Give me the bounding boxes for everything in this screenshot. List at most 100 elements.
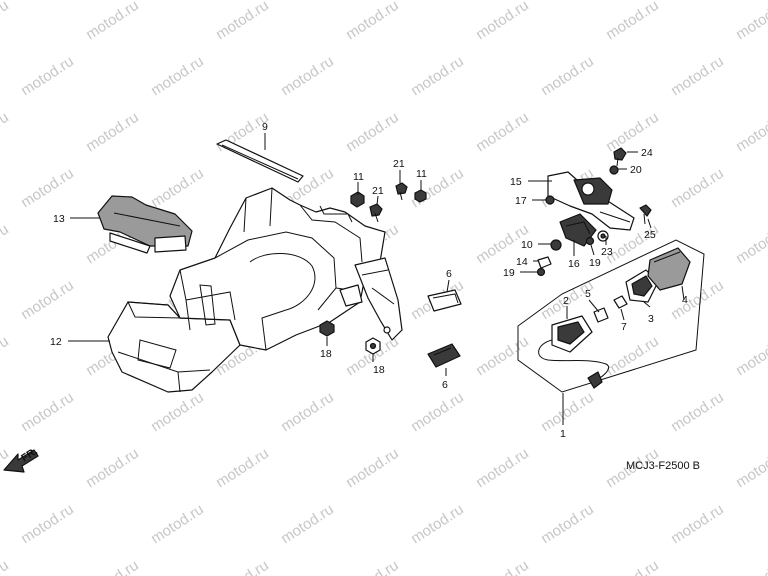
watermark-text: motod.ru [213,557,272,576]
watermark-text: motod.ru [733,0,768,43]
part-18-nut-upper [319,320,335,337]
watermark-text: motod.ru [733,557,768,576]
part-7-bulb [613,295,628,309]
watermark-text: motod.ru [83,445,142,492]
watermark-text: motod.ru [278,501,337,548]
callout-10: 10 [521,239,533,251]
callout-15: 15 [510,176,522,188]
callout-25: 25 [644,229,656,241]
watermark-text: motod.ru [83,0,142,43]
watermark-text: motod.ru [473,333,532,380]
callout-12: 12 [50,336,62,348]
callout-2: 2 [563,295,569,307]
part-20-washer [609,165,619,175]
watermark-text: motod.ru [408,53,467,100]
watermark-text: motod.ru [148,389,207,436]
watermark-text: motod.ru [408,389,467,436]
leader-lines [68,133,685,425]
watermark-text: motod.ru [603,0,662,43]
watermark-text: motod.ru [668,165,727,212]
callout-14: 14 [516,256,528,268]
callout-13: 13 [53,213,65,225]
part-19-grommet-right [585,236,595,246]
callout-3: 3 [648,313,654,325]
watermark-text: motod.ru [18,165,77,212]
callout-1: 1 [560,428,566,440]
watermark-text: motod.ru [603,333,662,380]
part-24-bolt [613,147,627,167]
watermark-text: motod.ru [83,557,142,576]
part-14-bolt [537,256,552,269]
watermark-text: motod.ru [668,53,727,100]
watermark-text: motod.ru [473,0,532,43]
watermark-text: motod.ru [148,165,207,212]
watermark-text: motod.ru [733,333,768,380]
callout-6-lower: 6 [442,379,448,391]
callout-5: 5 [585,288,591,300]
part-21-bolt-left [369,203,383,223]
watermark-text: motod.ru [538,389,597,436]
watermark-text: motod.ru [213,0,272,43]
callout-21-left: 21 [372,185,384,197]
callout-11-left: 11 [353,171,364,183]
part-11-nut-right [414,189,427,203]
watermark-text: motod.ru [733,445,768,492]
part-12-rear-fender [107,187,403,393]
part-25-bolt [639,204,652,225]
part-19-grommet-left [536,267,546,277]
watermark-text: motod.ru [343,0,402,43]
watermark-text: motod.ru [603,109,662,156]
callout-4: 4 [682,294,688,306]
watermark-text: motod.ru [0,109,12,156]
callout-20: 20 [630,164,642,176]
watermark-text: motod.ru [733,109,768,156]
watermark-text: motod.ru [343,445,402,492]
watermark-text: motod.ru [668,389,727,436]
callout-18-upper: 18 [320,348,332,360]
callout-18-lower: 18 [373,364,385,376]
callout-21-right: 21 [393,158,405,170]
callout-7: 7 [621,321,627,333]
part-6-reflector-upper [427,289,462,312]
watermark-text: motod.ru [603,557,662,576]
watermark-text: motod.ru [0,333,12,380]
callout-11-right: 11 [416,168,427,180]
part-5-socket [593,307,609,323]
watermark-text: motod.ru [0,557,12,576]
watermark-text: motod.ru [213,445,272,492]
part-15-bracket [547,171,635,231]
part-2-lens-housing [538,315,610,389]
part-1-license-light-frame [517,239,705,393]
watermark-text: motod.ru [0,0,12,43]
watermark-text: motod.ru [18,501,77,548]
watermark-text: motod.ru [343,557,402,576]
watermark-text: motod.ru [278,53,337,100]
part-18-nut-lower [365,337,381,355]
callout-16: 16 [568,258,580,270]
watermark-text: motod.ru [18,53,77,100]
watermark-text: motod.ru [278,389,337,436]
callout-23: 23 [601,246,613,258]
watermark-text: motod.ru [18,277,77,324]
watermark-text: motod.ru [538,53,597,100]
part-4-cover [647,247,691,291]
front-direction-arrow [3,449,39,473]
watermark-text: motod.ru [473,109,532,156]
part-10-washer [550,239,562,251]
watermark-text: motod.ru [0,221,12,268]
callout-24: 24 [641,147,653,159]
callout-19-right: 19 [589,257,601,269]
callout-labels: 9 11 21 21 11 13 12 18 18 6 6 15 17 10 1… [50,121,688,440]
watermark-text: motod.ru [473,557,532,576]
watermark-text: motod.ru [473,445,532,492]
watermark-text: motod.ru [343,109,402,156]
part-17-grommet [545,195,555,205]
diagram-code: MCJ3-F2500 B [626,460,700,472]
watermark-text: motod.ru [148,53,207,100]
watermark-text: motod.ru [83,109,142,156]
part-6-reflector-lower [427,343,461,368]
watermark-text: motod.ru [733,221,768,268]
part-21-bolt-right [395,182,408,201]
